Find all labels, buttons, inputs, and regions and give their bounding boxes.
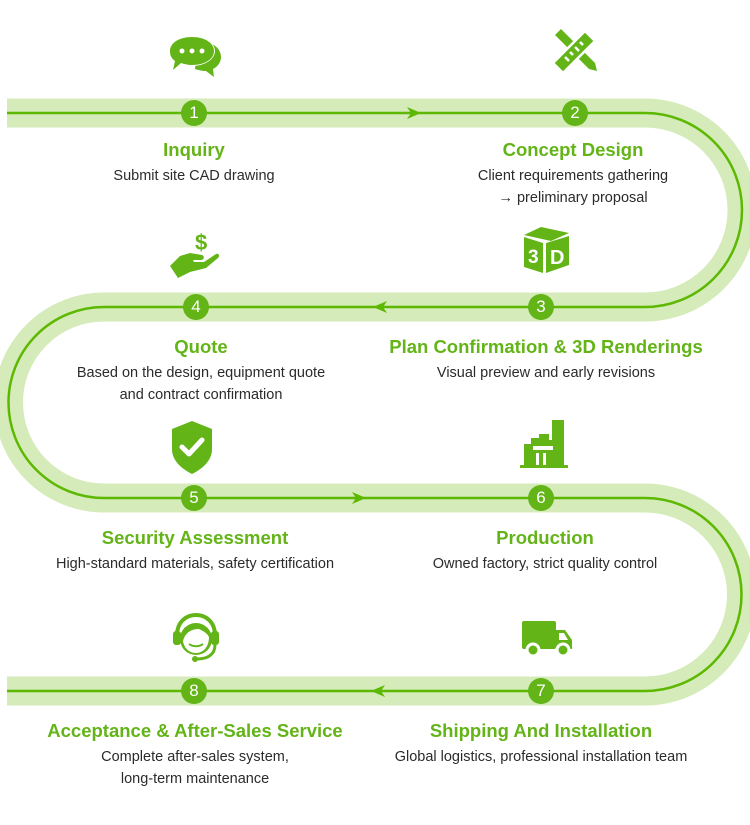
step-4: Quote Based on the design, equipment quo…: [46, 336, 356, 406]
svg-text:$: $: [195, 230, 207, 255]
step-number-badge: 3: [528, 294, 554, 320]
arrow-right-icon: [352, 492, 366, 504]
step-number-badge: 8: [181, 678, 207, 704]
svg-text:3: 3: [528, 247, 539, 268]
step-title: Security Assessment: [101, 527, 289, 548]
step-7: Shipping And Installation Global logisti…: [366, 720, 716, 768]
step-title: Inquiry: [163, 139, 225, 160]
step-description: Global logistics, professional installat…: [394, 749, 688, 765]
step-number-badge: 4: [183, 294, 209, 320]
step-title: Shipping And Installation: [429, 720, 653, 741]
truck-icon: [522, 621, 572, 658]
svg-text:D: D: [550, 247, 564, 269]
arrow-left-icon: [373, 301, 387, 313]
step-description: Client requirements gathering → prelimin…: [477, 168, 669, 206]
step-description: Submit site CAD drawing: [113, 168, 275, 184]
shield-check-icon: [172, 421, 212, 474]
step-3: Plan Confirmation & 3D Renderings Visual…: [356, 336, 736, 384]
ruler-pencil-icon: [551, 29, 597, 73]
step-number-badge: 5: [181, 485, 207, 511]
arrow-left-icon: [371, 685, 385, 697]
step-1: Inquiry Submit site CAD drawing: [44, 139, 344, 187]
step-title: Plan Confirmation & 3D Renderings: [389, 336, 703, 357]
step-number-badge: 1: [181, 100, 207, 126]
chat-bubbles-icon: [169, 36, 221, 77]
step-description: Visual preview and early revisions: [436, 365, 656, 381]
step-title: Production: [496, 527, 594, 548]
factory-icon: [520, 420, 568, 468]
step-description: High-standard materials, safety certific…: [55, 556, 335, 572]
hand-dollar-icon: $: [170, 230, 220, 278]
3d-cube-icon: 3 D: [524, 227, 569, 273]
headset-support-icon: [173, 613, 219, 662]
step-6: Production Owned factory, strict quality…: [400, 527, 690, 575]
step-title: Quote: [174, 336, 228, 357]
arrow-right-icon: [407, 107, 421, 119]
step-description: Owned factory, strict quality control: [432, 556, 658, 572]
step-2: Concept Design Client requirements gathe…: [418, 139, 728, 209]
track-line: [7, 111, 744, 693]
step-number-badge: 6: [528, 485, 554, 511]
step-number-badge: 2: [562, 100, 588, 126]
step-5: Security Assessment High-standard materi…: [30, 527, 360, 575]
step-title: Concept Design: [502, 139, 644, 160]
step-8: Acceptance & After-Sales Service Complet…: [20, 720, 370, 790]
step-title: Acceptance & After-Sales Service: [47, 720, 343, 741]
step-description: Based on the design, equipment quote and…: [76, 365, 326, 403]
step-number-badge: 7: [528, 678, 554, 704]
step-description: Complete after-sales system, long-term m…: [101, 749, 289, 787]
